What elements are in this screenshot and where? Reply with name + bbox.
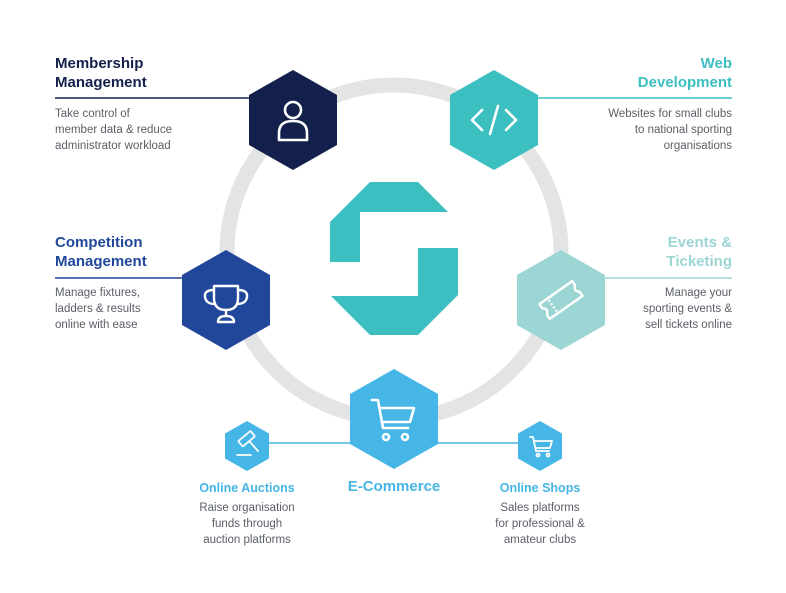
shops-title: Online Shops [499,481,581,495]
code-icon [470,104,518,136]
gavel-icon [236,430,259,456]
competition-desc-line-1: Manage fixtures, [55,287,141,299]
auctions-desc-line-2: funds through [211,518,283,530]
membership-description: Take control of member data & reduce adm… [55,106,265,154]
auctions-title: Online Auctions [199,481,295,495]
events-title: Events & Ticketing [592,233,732,271]
web-title-line-2: Development [637,74,732,91]
trophy-icon [203,284,249,324]
web-desc-line-3: organisations [663,140,732,152]
events-desc-line-1: Manage your [664,287,732,299]
shops-desc-line-3: amateur clubs [503,534,577,546]
ecommerce-block: E-Commerce [314,477,474,496]
competition-title-line-1: Competition [55,234,143,251]
competition-title-line-2: Management [55,253,147,270]
membership-desc-line-3: administrator workload [55,140,171,152]
shops-description: Sales platforms for professional & amate… [465,500,615,548]
g-logo [330,182,458,335]
competition-desc-line-3: online with ease [55,319,138,331]
ticket-icon [538,279,584,321]
web-block: Web Development Websites for small clubs… [532,54,732,154]
membership-title: Membership Management [55,54,265,92]
auctions-description: Raise organisation funds through auction… [172,500,322,548]
small-cart-icon [529,436,553,458]
ecommerce-title: E-Commerce [347,478,441,495]
events-description: Manage your sporting events & sell ticke… [592,285,732,333]
person-icon [277,100,309,142]
membership-desc-line-2: member data & reduce [55,124,172,136]
web-description: Websites for small clubs to national spo… [532,106,732,154]
events-hexagon [517,250,605,350]
shops-desc-line-2: for professional & [495,518,585,530]
web-desc-line-2: to national sporting [634,124,732,136]
events-desc-line-2: sporting events & [643,303,732,315]
events-block: Events & Ticketing Manage your sporting … [592,233,732,333]
competition-description: Manage fixtures, ladders & results onlin… [55,285,205,333]
events-title-line-2: Ticketing [666,253,732,270]
auctions-desc-line-3: auction platforms [203,534,291,546]
membership-title-line-2: Management [55,74,147,91]
competition-title: Competition Management [55,233,205,271]
shops-block: Online Shops Sales platforms for profess… [465,480,615,548]
web-title: Web Development [532,54,732,92]
membership-title-line-1: Membership [55,55,144,72]
events-desc-line-3: sell tickets online [645,319,732,331]
membership-desc-line-1: Take control of [55,108,130,120]
web-title-line-1: Web [700,55,732,72]
ecommerce-hexagon [350,369,438,469]
auctions-desc-line-1: Raise organisation [199,502,295,514]
shops-hexagon [518,421,562,471]
competition-hexagon [182,250,270,350]
web-desc-line-1: Websites for small clubs [608,108,732,120]
shops-desc-line-1: Sales platforms [500,502,580,514]
cart-icon [370,398,416,442]
auctions-hexagon [225,421,269,471]
competition-desc-line-2: ladders & results [55,303,141,315]
competition-block: Competition Management Manage fixtures, … [55,233,205,333]
events-title-line-1: Events & [667,234,732,251]
membership-block: Membership Management Take control of me… [55,54,265,154]
auctions-block: Online Auctions Raise organisation funds… [172,480,322,548]
